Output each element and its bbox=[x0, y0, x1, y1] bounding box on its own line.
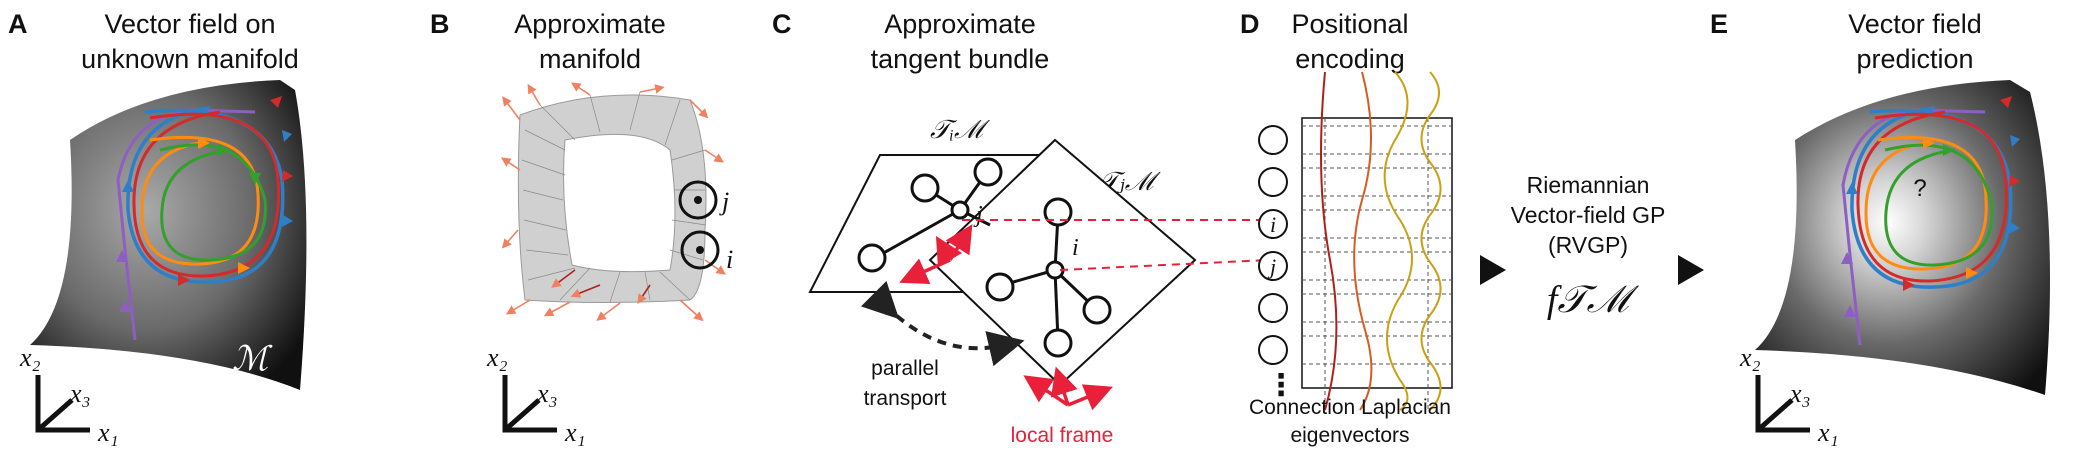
local-frame-label: local frame bbox=[1011, 424, 1114, 447]
node-label-i-c: i bbox=[1072, 235, 1079, 261]
axes-a: x₂ x₃ x₁ bbox=[19, 343, 119, 447]
panel-b-title-line2: manifold bbox=[539, 44, 641, 74]
axis-x3-b: x₃ bbox=[536, 379, 558, 408]
eigenvector-curves bbox=[1320, 71, 1442, 411]
panel-c-title-line2: tangent bundle bbox=[871, 44, 1050, 74]
node-dot-j-b bbox=[694, 196, 702, 204]
tangent-space-i-label: 𝒯ᵢℳ bbox=[930, 115, 990, 144]
axes-e: x₂ x₃ x₁ bbox=[1739, 343, 1839, 447]
mesh-lines bbox=[521, 91, 707, 303]
pred-trajectory-orange bbox=[1864, 136, 1988, 271]
link-i-to-row bbox=[1059, 259, 1269, 271]
method-line3: (RVGP) bbox=[1548, 232, 1628, 258]
panel-a: A Vector field on unknown manifold ℳ bbox=[8, 9, 307, 447]
axis-x2-b: x₂ bbox=[486, 343, 508, 372]
row-ellipsis: ⋮ bbox=[1266, 369, 1296, 402]
eigenvector-caption-line2: eigenvectors bbox=[1290, 424, 1409, 447]
panel-a-title-line1: Vector field on bbox=[104, 9, 275, 39]
node-column bbox=[1258, 125, 1288, 365]
axis-x1-e: x₁ bbox=[1817, 418, 1839, 447]
panel-e-title-line2: prediction bbox=[1856, 44, 1973, 74]
panel-letter-b: B bbox=[430, 9, 450, 39]
arrow-markers-e bbox=[1841, 96, 2020, 317]
method-line1: Riemannian bbox=[1527, 172, 1650, 198]
node-circle-i-b bbox=[680, 230, 720, 270]
pred-trajectory-red bbox=[1856, 110, 2008, 283]
panel-c-title-line1: Approximate bbox=[884, 9, 1036, 39]
manifold-surface-e bbox=[1755, 80, 2050, 395]
axis-x1-b: x₁ bbox=[564, 418, 586, 447]
parallel-transport-line1: parallel bbox=[871, 357, 939, 380]
trajectory-green bbox=[159, 143, 267, 262]
panel-letter-c: C bbox=[772, 9, 792, 39]
row-label-j: j bbox=[1267, 254, 1276, 279]
node-label-j-b: j bbox=[719, 187, 729, 216]
axis-x1-a: x₁ bbox=[97, 418, 119, 447]
arrow-markers-a bbox=[116, 96, 293, 312]
method-block: Riemannian Vector-field GP (RVGP) f𝒯ℳ bbox=[1480, 172, 1704, 321]
local-frame-j bbox=[899, 224, 973, 285]
method-line2: Vector-field GP bbox=[1511, 202, 1666, 228]
axis-x3-a: x₃ bbox=[69, 379, 91, 408]
panel-b: B Approximate manifold bbox=[430, 9, 733, 447]
panel-d-title-line2: encoding bbox=[1295, 44, 1405, 74]
axis-x3-e: x₃ bbox=[1789, 379, 1811, 408]
panel-letter-d: D bbox=[1240, 9, 1260, 39]
trajectory-red bbox=[132, 110, 281, 278]
panel-e: E Vector field prediction ? x₂ x₃ bbox=[1710, 9, 2050, 447]
vector-arrows-b bbox=[501, 82, 726, 322]
unknown-region-marker: ? bbox=[1913, 175, 1926, 202]
method-function: f𝒯ℳ bbox=[1547, 279, 1640, 321]
panel-e-title-line1: Vector field bbox=[1848, 9, 1982, 39]
panel-letter-a: A bbox=[8, 9, 28, 39]
panel-b-title-line1: Approximate bbox=[514, 9, 666, 39]
eigenvector-caption-line1: Connection Laplacian bbox=[1249, 396, 1451, 419]
pred-trajectory-green bbox=[1884, 143, 1994, 267]
manifold-label-a: ℳ bbox=[232, 341, 273, 378]
panel-a-title-line2: unknown manifold bbox=[81, 44, 299, 74]
matrix-row-lines bbox=[1302, 118, 1452, 410]
trajectory-orange bbox=[140, 135, 260, 266]
parallel-transport-line2: transport bbox=[864, 387, 947, 410]
axes-b: x₂ x₃ x₁ bbox=[486, 343, 586, 447]
panel-letter-e: E bbox=[1710, 9, 1728, 39]
node-dot-i-b bbox=[696, 246, 704, 254]
axis-x2-a: x₂ bbox=[19, 343, 41, 372]
panel-d-title-line1: Positional bbox=[1291, 9, 1408, 39]
parallel-transport-arrow bbox=[860, 280, 1025, 367]
row-label-i: i bbox=[1270, 212, 1276, 237]
approximate-mesh bbox=[517, 94, 707, 303]
graph-j-plane bbox=[857, 157, 1003, 273]
node-circle-j-b bbox=[678, 180, 718, 220]
panel-d: D Positional encoding i j ⋮ bbox=[1240, 9, 1453, 447]
flow-arrow-2 bbox=[1678, 255, 1704, 285]
local-frame-i bbox=[1023, 366, 1113, 411]
eigenvector-matrix bbox=[1301, 117, 1453, 389]
axis-x2-e: x₂ bbox=[1739, 343, 1761, 372]
panel-c: C Approximate tangent bundle 𝒯ᵢℳ 𝒯ⱼℳ j bbox=[772, 9, 1269, 447]
node-label-i-b: i bbox=[726, 245, 733, 274]
node-label-j-c: j bbox=[973, 202, 983, 228]
flow-arrow-1 bbox=[1480, 255, 1506, 285]
